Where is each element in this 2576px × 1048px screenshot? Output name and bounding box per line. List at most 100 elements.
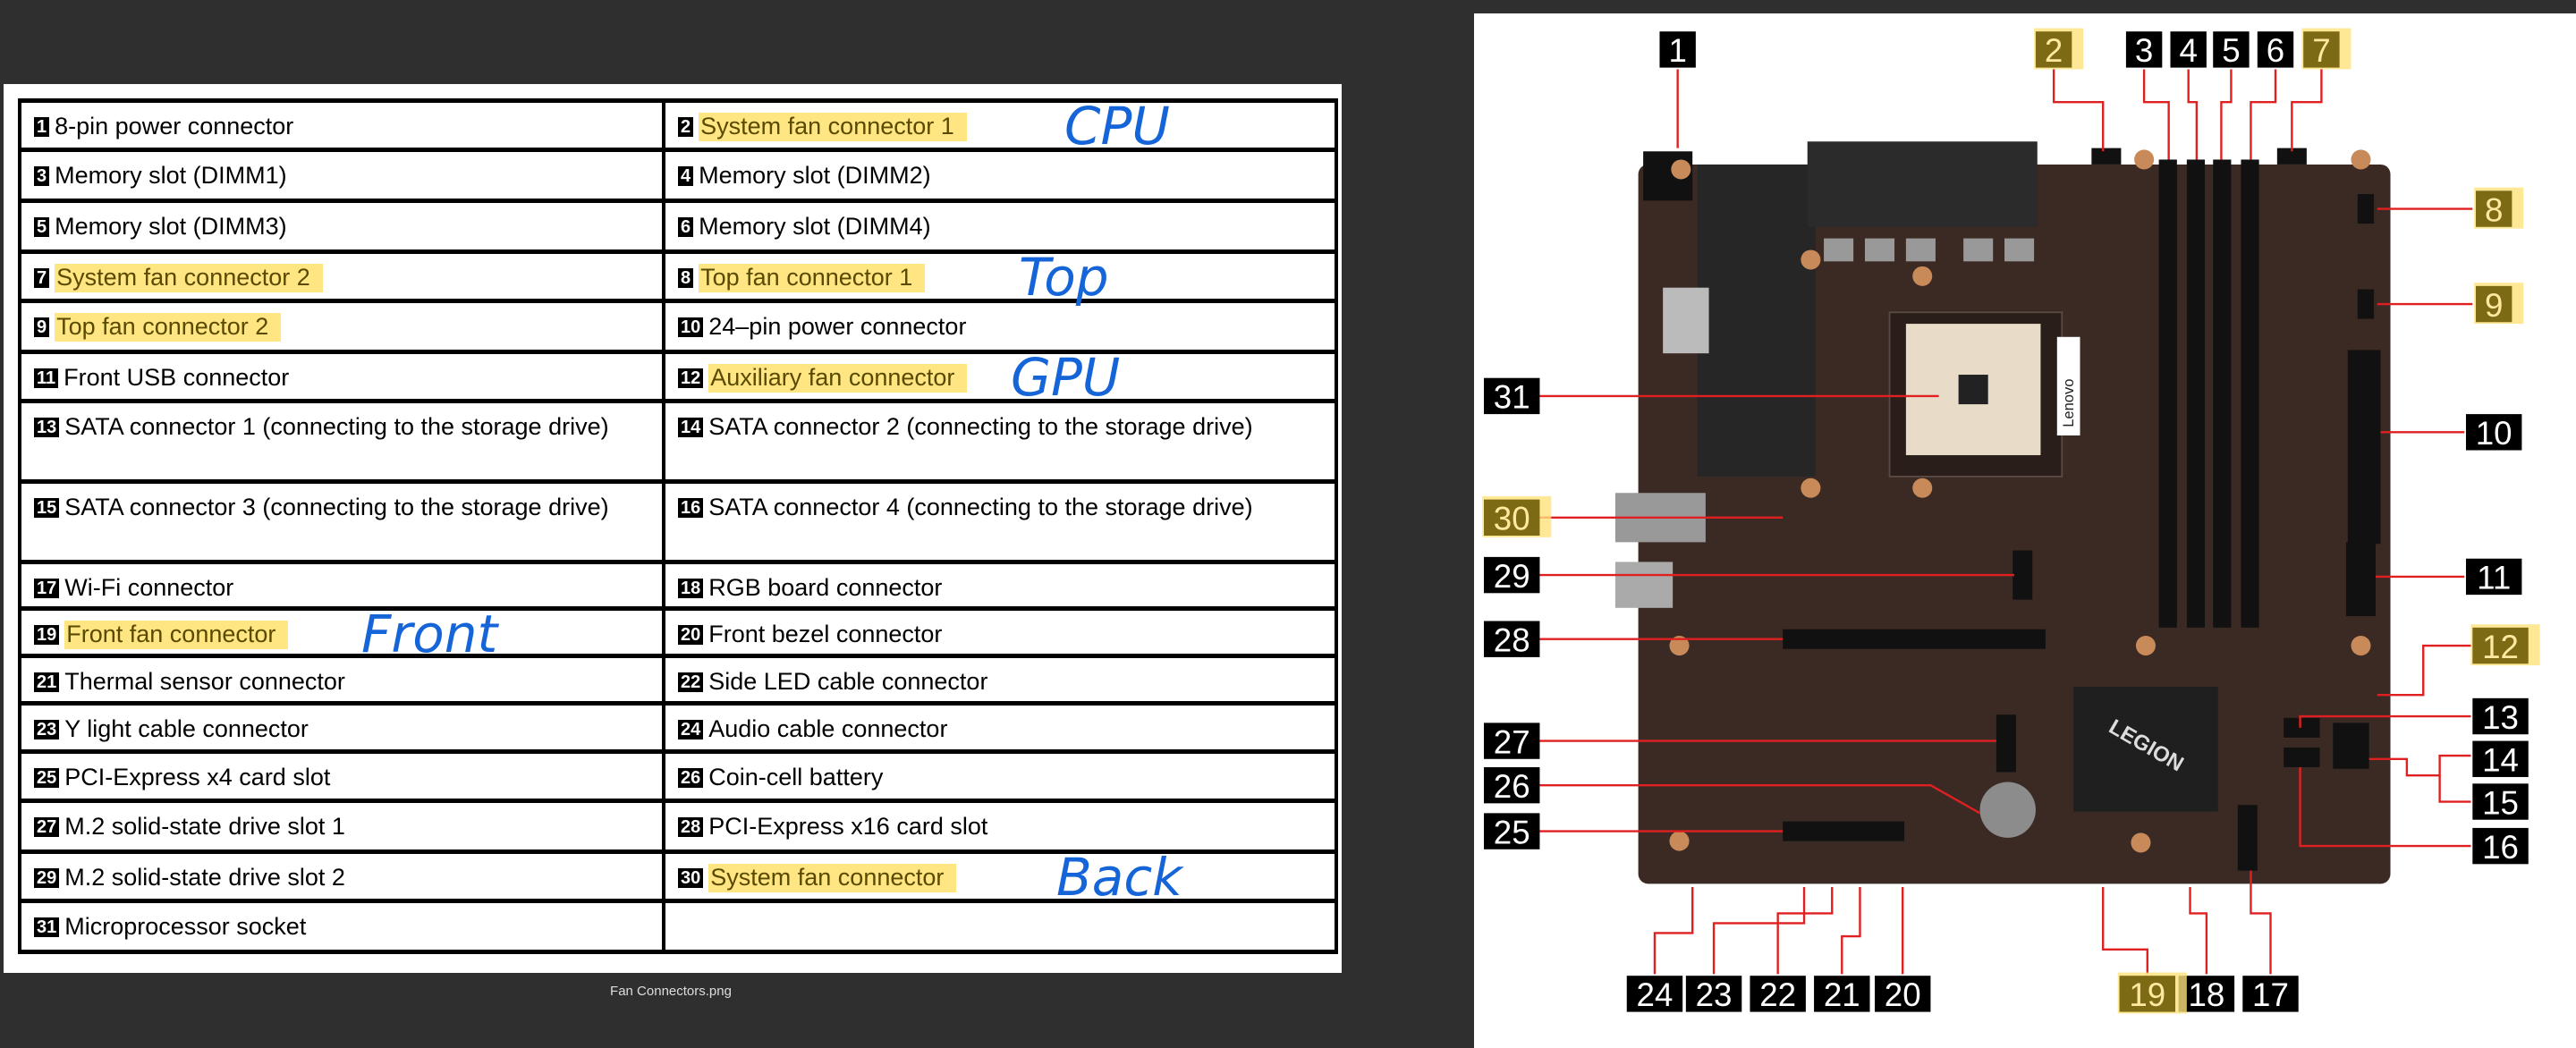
- callout-number: 16: [2482, 829, 2519, 866]
- callout-number: 24: [1637, 976, 1674, 1013]
- connector-label: Memory slot (DIMM3): [55, 213, 287, 240]
- callout-20: 20: [1875, 976, 1931, 1013]
- leader-line-14: [2368, 754, 2471, 777]
- callout-number: 10: [2476, 415, 2512, 452]
- connector-label: Audio cable connector: [708, 715, 948, 742]
- mounting-holes: [1669, 149, 2371, 853]
- system-fan-header-2: [2276, 148, 2307, 165]
- callout-number-badge: 2: [678, 117, 694, 137]
- handwritten-note: Top: [1019, 247, 1109, 308]
- callout-number-badge: 27: [34, 817, 60, 837]
- callout-number-badge: 11: [34, 368, 59, 388]
- highlighted-connector-label: System fan connector 2: [55, 264, 323, 292]
- callout-number-badge: 5: [34, 217, 50, 237]
- top-fan-header-2: [2357, 289, 2375, 319]
- callout-7: 7: [2301, 28, 2351, 70]
- callout-number: 8: [2485, 191, 2503, 228]
- leader-line-15: [2438, 775, 2471, 803]
- rear-io-audio: [1614, 562, 1674, 608]
- callout-29: 29: [1484, 556, 1540, 595]
- handwritten-note: CPU: [1064, 96, 1170, 156]
- leader-line-12: [2377, 644, 2471, 697]
- connector-label: 8-pin power connector: [55, 113, 294, 139]
- callout-number-badge: 26: [678, 768, 704, 788]
- connector-label: 24–pin power connector: [708, 313, 967, 340]
- callout-number: 14: [2482, 742, 2519, 779]
- callout-number: 18: [2188, 976, 2224, 1013]
- rear-io-usb: [1663, 287, 1709, 354]
- image-caption: Fan Connectors.png: [610, 984, 732, 999]
- callout-number-badge: 15: [34, 498, 60, 518]
- highlighted-connector-label: Auxiliary fan connector: [708, 364, 968, 393]
- callout-number-badge: 21: [34, 672, 60, 692]
- callout-number: 23: [1696, 976, 1733, 1013]
- callout-number: 26: [1494, 768, 1530, 805]
- callout-number: 1: [1668, 32, 1686, 69]
- m2-slot-1: [1996, 714, 2016, 773]
- callout-number: 22: [1759, 976, 1796, 1013]
- sata-connectors-top: [2284, 717, 2320, 738]
- handwritten-note: GPU: [1011, 347, 1121, 408]
- connector-label: Y light cable connector: [64, 715, 309, 742]
- highlighted-connector-label: Front fan connector: [64, 621, 289, 649]
- leader-line-21: [1841, 887, 1861, 975]
- leader-line-13: [2299, 714, 2471, 728]
- highlighted-connector-label: System fan connector: [708, 864, 957, 892]
- callout-number: 2: [2045, 32, 2063, 69]
- top-fan-header-1: [2357, 194, 2375, 224]
- callout-14: 14: [2472, 740, 2529, 779]
- callout-1: 1: [1659, 31, 1696, 69]
- connector-label: Front USB connector: [64, 364, 290, 391]
- dimm-slots: [2158, 159, 2259, 628]
- callout-22: 22: [1750, 976, 1806, 1013]
- callout-13: 13: [2472, 697, 2529, 736]
- connector-label: Microprocessor socket: [64, 913, 307, 940]
- callout-11: 11: [2465, 558, 2522, 596]
- leader-line-3: [2142, 69, 2170, 160]
- lenovo-logo: Lenovo: [2060, 379, 2077, 427]
- leader-line-18: [2189, 887, 2208, 975]
- callout-number-badge: 10: [678, 317, 704, 337]
- pcie-x4-slot: [1783, 821, 1905, 841]
- leader-lines: [1539, 69, 2473, 975]
- callout-number: 5: [2222, 32, 2240, 69]
- callout-number: 31: [1494, 379, 1530, 416]
- highlighted-connector-label: System fan connector 1: [699, 113, 967, 141]
- socket-center: [1958, 375, 1988, 405]
- connector-label: Memory slot (DIMM2): [699, 162, 931, 189]
- callout-number: 28: [1494, 621, 1530, 658]
- callout-number-badge: 16: [678, 498, 704, 518]
- m2-slot-2: [2012, 550, 2033, 600]
- callout-30: 30: [1482, 495, 1552, 537]
- legend-cell: [662, 899, 1338, 954]
- callout-26: 26: [1484, 766, 1540, 805]
- connector-label: Thermal sensor connector: [64, 668, 345, 695]
- callout-18: 18: [2178, 976, 2235, 1013]
- connector-label: Memory slot (DIMM1): [55, 162, 287, 189]
- callout-16: 16: [2472, 827, 2529, 866]
- cpu-fan-header: [2091, 148, 2122, 165]
- callout-number: 4: [2179, 32, 2197, 69]
